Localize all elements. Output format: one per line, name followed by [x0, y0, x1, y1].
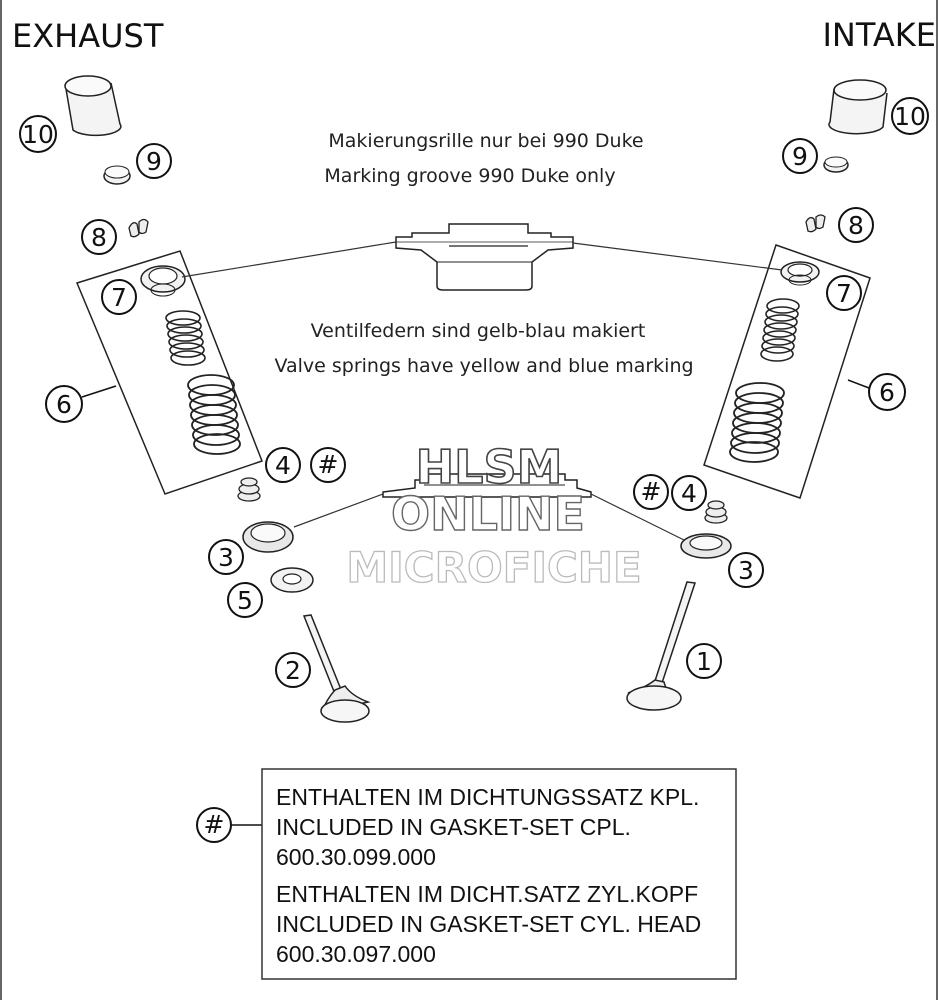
- callout-ex-9-circle: [136, 143, 172, 179]
- in-collets-part: [805, 214, 826, 233]
- in-outer-spring-part: [729, 382, 785, 463]
- callout-ex-7: 7: [111, 283, 127, 312]
- ex-valve-part: [302, 614, 371, 723]
- callout-ex-8-circle: [81, 219, 117, 255]
- callout-ex-6-circle: [45, 385, 83, 423]
- heading-intake: INTAKE: [822, 16, 936, 54]
- callout-ex-hash: #: [318, 450, 339, 479]
- leader-in-retainer: [572, 242, 783, 271]
- legend-box: [261, 768, 737, 980]
- callout-ex-2-circle: [275, 652, 311, 688]
- in-tappet-part: [828, 79, 888, 135]
- callout-in-8: 8: [848, 211, 864, 240]
- watermark-line3: MICROFICHE: [346, 543, 641, 592]
- leader-in-seat: [590, 493, 685, 541]
- in-stem-seal-part: [704, 500, 728, 524]
- legend-line6: 600.30.097.000: [276, 941, 436, 967]
- seat-profile-detail: [382, 473, 592, 498]
- callout-ex-4-circle: [265, 447, 301, 483]
- callout-in-9-circle: [782, 138, 818, 174]
- ex-shim-part: [103, 165, 131, 185]
- callout-in-3: 3: [738, 556, 754, 585]
- ex-spring-box: [75, 250, 263, 495]
- callout-ex-5: 5: [237, 586, 253, 615]
- callout-ex-10: 10: [22, 120, 54, 149]
- ex-inner-spring-part: [165, 310, 206, 366]
- callout-in-3-circle: [728, 552, 764, 588]
- callout-in-9: 9: [792, 142, 808, 171]
- callout-ex-6: 6: [56, 390, 72, 419]
- watermark-line1: HLSM: [416, 440, 563, 494]
- heading-exhaust: EXHAUST: [12, 17, 164, 55]
- leader-ex-seat: [293, 493, 384, 528]
- callout-legend-hash: #: [204, 810, 225, 839]
- legend-line3: 600.30.099.000: [276, 844, 436, 870]
- callout-in-4: 4: [681, 479, 697, 508]
- watermark-line2: ONLINE: [391, 487, 585, 541]
- in-spring-seat-part: [680, 533, 732, 559]
- callout-ex-7-circle: [101, 279, 137, 315]
- callout-in-6-circle: [868, 373, 906, 411]
- retainer-profile-detail: [395, 223, 574, 291]
- callout-ex-2: 2: [285, 656, 301, 685]
- callout-in-1-circle: [686, 643, 722, 679]
- ex-outer-spring-part: [187, 374, 241, 455]
- in-inner-spring-part: [760, 298, 800, 362]
- in-valve-part: [626, 581, 696, 711]
- callout-ex-5-circle: [227, 582, 263, 618]
- legend-line4: ENTHALTEN IM DICHT.SATZ ZYL.KOPF: [276, 881, 698, 907]
- note-springs-de: Ventilfedern sind gelb-blau makiert: [311, 320, 646, 342]
- note-groove-en: Marking groove 990 Duke only: [324, 165, 615, 187]
- ex-tappet-part: [64, 75, 122, 137]
- ex-washer-part: [270, 567, 314, 593]
- in-shim-part: [823, 156, 849, 173]
- callout-ex-3: 3: [218, 543, 234, 572]
- callout-ex-4: 4: [275, 451, 291, 480]
- callout-ex-8: 8: [91, 223, 107, 252]
- callout-in-hash-circle: [633, 474, 669, 510]
- ex-spring-seat-part: [242, 521, 294, 553]
- callout-in-1: 1: [696, 647, 712, 676]
- callout-in-7: 7: [836, 279, 852, 308]
- callout-in-4-circle: [671, 475, 707, 511]
- note-groove-de: Makierungsrille nur bei 990 Duke: [328, 130, 643, 152]
- ex-stem-seal-part: [237, 477, 261, 502]
- legend-line1: ENTHALTEN IM DICHTUNGSSATZ KPL.: [276, 784, 699, 810]
- callout-in-6: 6: [879, 378, 895, 407]
- leader-ex-retainer: [181, 241, 397, 278]
- callout-ex-10-circle: [19, 115, 57, 153]
- ex-retainer-part: [140, 265, 186, 297]
- leader-in-6: [847, 379, 870, 389]
- callout-ex-3-circle: [208, 539, 244, 575]
- callout-in-hash: #: [641, 477, 662, 506]
- in-retainer-part: [780, 261, 820, 286]
- callout-ex-hash-circle: [310, 447, 346, 483]
- callout-ex-9: 9: [146, 147, 162, 176]
- note-springs-en: Valve springs have yellow and blue marki…: [274, 355, 693, 377]
- callout-in-8-circle: [838, 207, 874, 243]
- in-spring-box: [703, 244, 871, 499]
- callout-in-10: 10: [894, 102, 926, 131]
- callout-in-7-circle: [826, 275, 862, 311]
- leader-ex-6: [81, 385, 117, 398]
- legend-line5: INCLUDED IN GASKET-SET CYL. HEAD: [276, 911, 701, 937]
- ex-collets-part: [128, 218, 149, 238]
- legend-line2: INCLUDED IN GASKET-SET CPL.: [276, 814, 631, 840]
- callout-in-10-circle: [891, 97, 929, 135]
